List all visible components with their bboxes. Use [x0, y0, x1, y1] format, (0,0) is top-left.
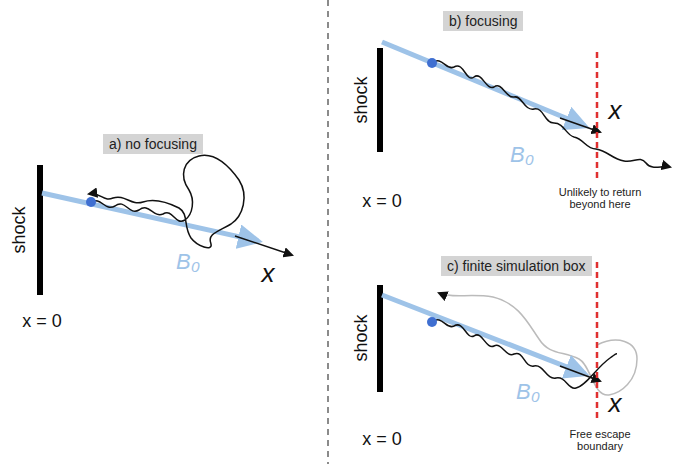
field-line: [382, 295, 585, 374]
field-line: [382, 42, 585, 126]
shock-label: shock: [10, 206, 30, 253]
divider: [327, 0, 329, 464]
shock-bar: [377, 285, 383, 392]
particle: [427, 58, 437, 68]
particle: [86, 197, 96, 207]
field-label: B₀: [516, 380, 540, 404]
field-label: B₀: [510, 143, 534, 167]
field-label: B₀: [176, 250, 200, 274]
shock-bar: [37, 165, 43, 295]
shock-bar: [377, 48, 383, 152]
axis-label: x: [609, 389, 622, 418]
panel-title-text: c) finite simulation box: [447, 258, 586, 274]
panel-title: a) no focusing: [103, 134, 203, 154]
origin-label: x = 0: [362, 192, 402, 212]
particle-path: [89, 155, 244, 247]
x-axis: [235, 236, 292, 255]
axis-label: x: [609, 96, 622, 125]
axis-label: x: [262, 259, 275, 288]
origin-label: x = 0: [362, 430, 402, 450]
panel-title-text: a) no focusing: [109, 136, 197, 152]
boundary-note: Unlikely to return beyond here: [540, 186, 660, 210]
panel-title: b) focusing: [443, 11, 523, 31]
shock-label: shock: [352, 314, 372, 361]
particle-path: [432, 61, 670, 168]
panel-title-text: b) focusing: [449, 13, 517, 29]
panel-title: c) finite simulation box: [441, 256, 592, 276]
return-boundary: [596, 52, 599, 178]
escape-boundary: [596, 262, 599, 420]
particle-path: [432, 320, 617, 388]
boundary-note: Free escape boundary: [555, 428, 645, 452]
shock-label: shock: [352, 76, 372, 123]
particle: [427, 317, 437, 327]
origin-label: x = 0: [22, 312, 62, 332]
